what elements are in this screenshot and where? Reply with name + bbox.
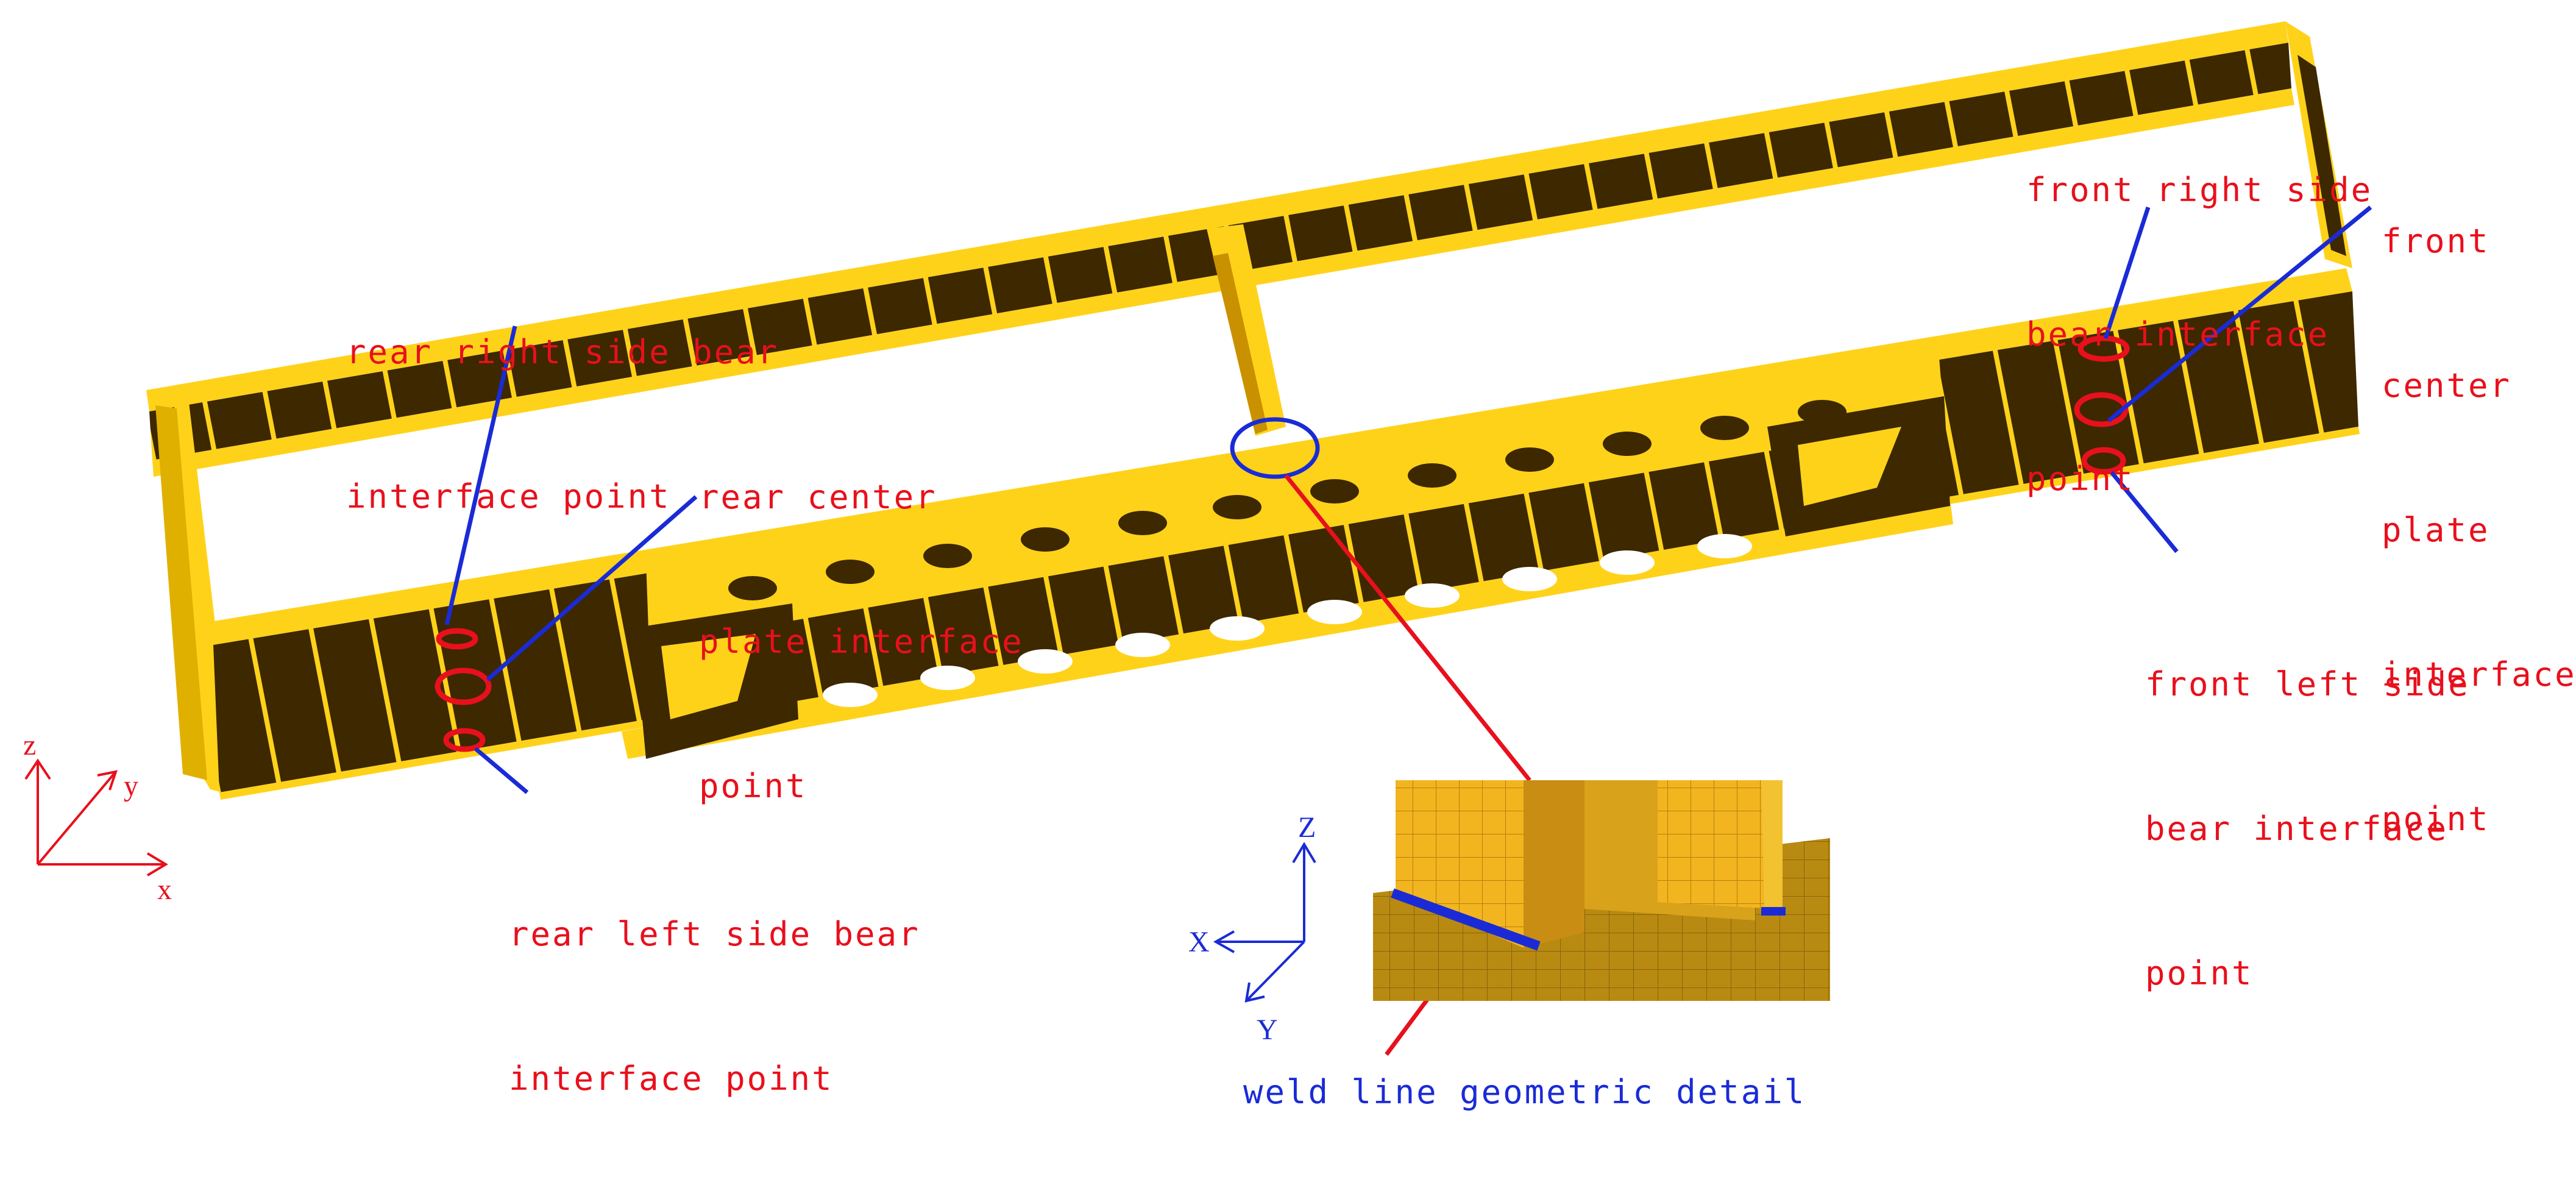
- frame-model-svg: [24, 21, 2372, 1056]
- front-bolster: [1767, 396, 1950, 536]
- front-right-side-label-line2: bear interface: [2026, 315, 2330, 354]
- left-end-beam: [146, 390, 222, 792]
- front-center-label: front center plate interface point: [2382, 121, 2576, 939]
- weld-line-left: [1391, 888, 1541, 951]
- rear-center-label-line2: plate interface: [699, 622, 1024, 661]
- rear-center-label-line3: point: [699, 767, 807, 805]
- front-left-side-label: front left side bear interface point: [2145, 564, 2470, 1094]
- inset-axis-x-label: X: [1188, 926, 1210, 958]
- weld-line-label: weld line geometric detail: [1243, 1073, 1806, 1111]
- front-left-side-label-line3: point: [2145, 954, 2254, 992]
- front-center-label-line5: point: [2382, 800, 2490, 838]
- main-axis-x-label: x: [157, 873, 172, 906]
- rear-center-marker: [435, 667, 492, 705]
- front-right-side-label: front right side bear interface point: [2026, 69, 2372, 599]
- main-axis-z-label: z: [23, 729, 37, 761]
- rear-right-side-label: rear right side bear interface point: [346, 232, 779, 617]
- main-axis-y-label: y: [124, 770, 138, 802]
- front-center-label-line2: center: [2382, 366, 2512, 405]
- interface-markers: [435, 335, 2130, 752]
- front-center-marker: [2074, 392, 2129, 427]
- middle-cross-beam: [1207, 224, 1286, 436]
- weld-detail-circle: [1230, 417, 1320, 479]
- inset-axis-triad: [1213, 842, 1316, 1003]
- right-end-beam: [2285, 21, 2352, 268]
- rear-left-marker: [443, 728, 486, 752]
- rear-bolster: [634, 603, 798, 759]
- web-cutouts: [728, 400, 1847, 707]
- rear-center-label-line1: rear center: [699, 478, 937, 516]
- front-center-label-line1: front: [2382, 222, 2490, 260]
- rear-right-side-label-line2: interface point: [346, 477, 671, 516]
- rear-left-side-label: rear left side bear interface point: [509, 814, 920, 1199]
- rear-left-side-label-line1: rear left side bear: [509, 915, 920, 953]
- rear-right-side-label-line1: rear right side bear: [346, 333, 779, 371]
- rear-left-side-label-line2: interface point: [509, 1059, 834, 1098]
- rear-center-label: rear center plate interface point: [699, 377, 1024, 906]
- diagram-canvas: rear right side bear interface point rea…: [23, 21, 2576, 1111]
- front-center-label-line3: plate: [2382, 511, 2490, 549]
- front-left-side-label-line2: bear interface: [2145, 809, 2449, 848]
- inset-axis-z-label: Z: [1298, 811, 1316, 844]
- front-right-side-label-line3: point: [2026, 460, 2135, 498]
- front-left-marker: [2081, 447, 2126, 475]
- front-left-side-label-line1: front left side: [2145, 665, 2470, 703]
- main-axis-triad: [24, 758, 168, 877]
- weld-inset: [1373, 780, 1830, 1001]
- front-center-label-line4: interface: [2382, 655, 2576, 694]
- front-right-marker: [2077, 335, 2130, 362]
- front-right-side-label-line1: front right side: [2026, 171, 2373, 209]
- inset-axis-y-label: Y: [1257, 1014, 1278, 1046]
- rear-right-marker: [436, 628, 478, 650]
